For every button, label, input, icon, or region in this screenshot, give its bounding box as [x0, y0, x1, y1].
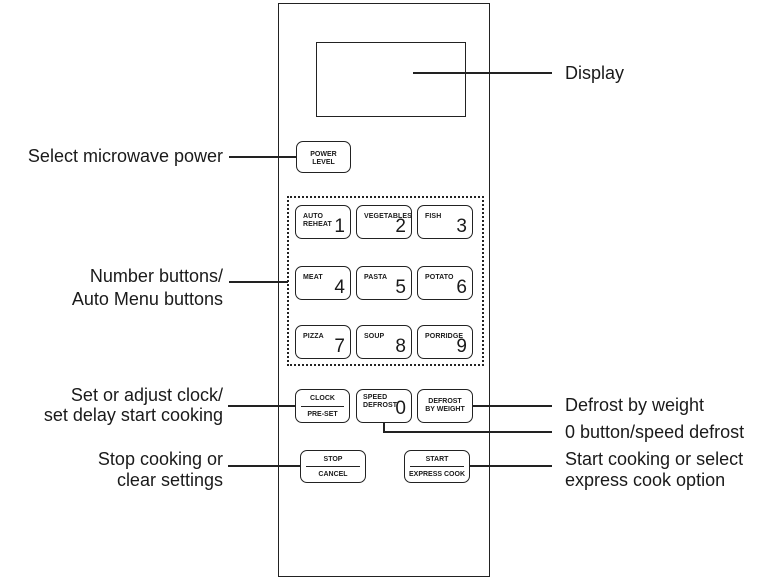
key-potato[interactable]: POTATO 6: [417, 266, 473, 300]
key-label: PORRIDGE: [425, 333, 464, 340]
key-label: POTATO: [425, 274, 454, 281]
leader-line-power: [229, 156, 296, 158]
key-label: SPEED: [363, 394, 388, 401]
callout-start-line1: Start cooking or select: [565, 449, 744, 469]
divider: [306, 466, 360, 467]
callout-number-buttons-line1: Number buttons/: [89, 266, 223, 286]
leader-line-start: [470, 465, 552, 467]
key-pasta[interactable]: PASTA 5: [356, 266, 412, 300]
callout-stop-line1: Stop cooking or: [97, 449, 223, 469]
key-label: DEFROST: [363, 402, 398, 409]
stop-cancel-button[interactable]: STOP CANCEL: [300, 450, 366, 483]
divider: [301, 406, 344, 407]
leader-line-zero-horizontal: [383, 431, 552, 433]
callout-clock-line2: set delay start cooking: [43, 405, 223, 425]
key-label: SOUP: [364, 333, 385, 340]
key-meat[interactable]: MEAT 4: [295, 266, 351, 300]
control-panel-outline: [278, 3, 490, 577]
leader-line-clock: [228, 405, 295, 407]
leader-line-zero-vertical: [383, 423, 385, 432]
preset-label: PRE-SET: [307, 411, 338, 418]
callout-number-buttons-line2: Auto Menu buttons: [71, 289, 223, 309]
key-label: PASTA: [364, 274, 388, 281]
key-number: 8: [395, 336, 406, 357]
defrost-label-line1: DEFROST: [428, 398, 462, 405]
callout-stop-line2: clear settings: [116, 470, 223, 490]
key-number: 0: [395, 398, 406, 419]
key-number: 3: [456, 216, 467, 237]
key-pizza[interactable]: PIZZA 7: [295, 325, 351, 359]
cancel-label: CANCEL: [318, 471, 348, 478]
display-screen: [316, 42, 466, 117]
key-number: 5: [395, 277, 406, 298]
defrost-label-line2: BY WEIGHT: [425, 406, 465, 413]
key-number: 6: [456, 277, 467, 298]
clock-preset-button[interactable]: CLOCK PRE-SET: [295, 389, 350, 423]
stop-label: STOP: [323, 456, 343, 463]
callout-zero-speed-defrost: 0 button/speed defrost: [565, 422, 745, 442]
callout-display: Display: [565, 63, 625, 83]
express-cook-label: EXPRESS COOK: [408, 471, 465, 478]
leader-line-stop: [228, 465, 300, 467]
callout-defrost-by-weight: Defrost by weight: [565, 395, 705, 415]
callout-power-level: Select microwave power: [27, 146, 223, 166]
key-label: AUTO: [303, 213, 324, 220]
key-number: 9: [456, 336, 467, 357]
power-level-button[interactable]: POWER LEVEL: [296, 141, 351, 173]
key-label: VEGETABLES: [364, 213, 412, 220]
key-porridge[interactable]: PORRIDGE 9: [417, 325, 473, 359]
key-label: MEAT: [303, 274, 323, 281]
key-number: 7: [334, 336, 345, 357]
key-fish[interactable]: FISH 3: [417, 205, 473, 239]
keypad-group-outline: [287, 196, 484, 366]
callout-start-line2: express cook option: [565, 470, 726, 490]
key-label: PIZZA: [303, 333, 324, 340]
key-label: FISH: [425, 213, 442, 220]
defrost-by-weight-button[interactable]: DEFROST BY WEIGHT: [417, 389, 473, 423]
key-number: 1: [334, 216, 345, 237]
clock-label: CLOCK: [310, 395, 335, 402]
key-number: 4: [334, 277, 345, 298]
start-express-cook-button[interactable]: START EXPRESS COOK: [404, 450, 470, 483]
key-number: 2: [395, 216, 406, 237]
leader-line-defrost-weight: [473, 405, 552, 407]
power-level-label-line1: POWER: [310, 151, 337, 158]
key-label: REHEAT: [303, 221, 332, 228]
leader-line-display: [413, 72, 552, 74]
start-label: START: [425, 456, 449, 463]
key-vegetables[interactable]: VEGETABLES 2: [356, 205, 412, 239]
callout-clock-line1: Set or adjust clock/: [70, 385, 223, 405]
key-soup[interactable]: SOUP 8: [356, 325, 412, 359]
power-level-label-line2: LEVEL: [312, 159, 335, 166]
leader-line-number: [229, 281, 288, 283]
divider: [410, 466, 464, 467]
